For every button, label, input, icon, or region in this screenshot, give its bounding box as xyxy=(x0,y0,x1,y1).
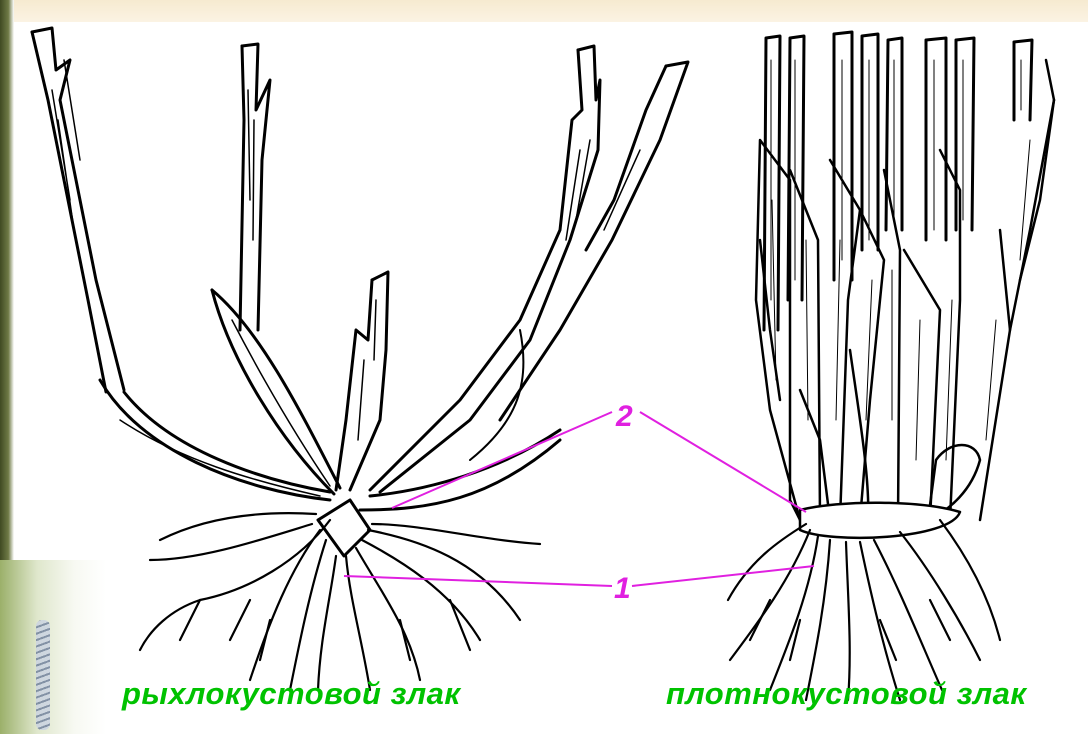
dense-stems xyxy=(764,32,1032,330)
caption-dense-bush: плотнокустовой злак xyxy=(666,676,1027,712)
dense-stem-texture xyxy=(771,60,1021,300)
loose-shoot-center xyxy=(212,44,340,494)
dense-tillering-node xyxy=(800,503,960,538)
loose-bush-plant xyxy=(32,28,688,690)
callout-1-left-line xyxy=(344,576,612,586)
callout-label-1: 1 xyxy=(614,572,631,605)
loose-tillering-node xyxy=(318,500,370,556)
dense-bush-plant xyxy=(728,32,1054,700)
callout-label-2: 2 xyxy=(615,400,633,433)
loose-shoot-left xyxy=(32,28,330,500)
loose-shoot-right xyxy=(360,46,688,510)
callout-lines xyxy=(344,412,814,586)
loose-shoot-small xyxy=(336,272,388,490)
caption-loose-bush: рыхлокустовой злак xyxy=(122,676,461,712)
callout-2-right-line xyxy=(640,412,806,512)
dense-roots xyxy=(728,520,1000,700)
